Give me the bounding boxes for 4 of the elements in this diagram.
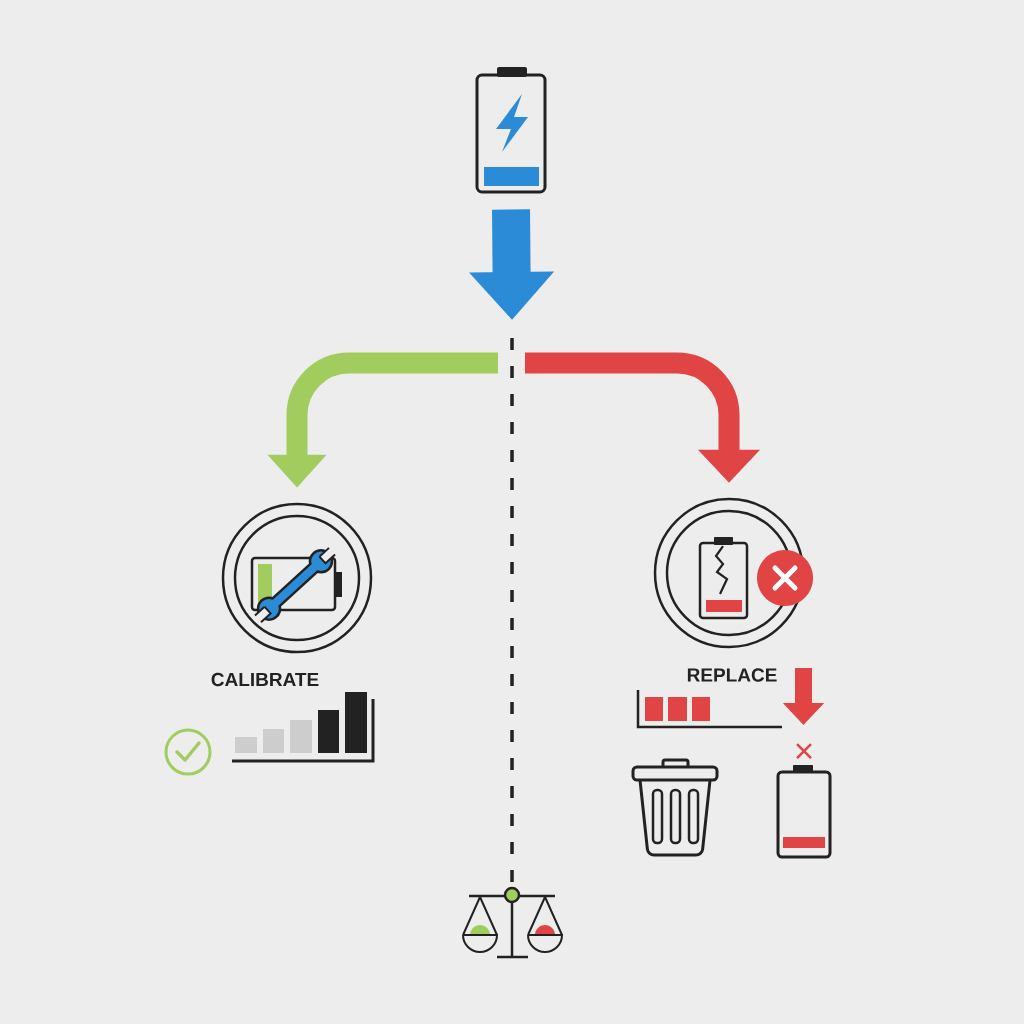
balance-scale-icon [462, 886, 563, 959]
battery-icon [475, 67, 547, 194]
option-label: CALIBRATE [211, 672, 319, 687]
option-label: REPLACE [687, 668, 777, 682]
